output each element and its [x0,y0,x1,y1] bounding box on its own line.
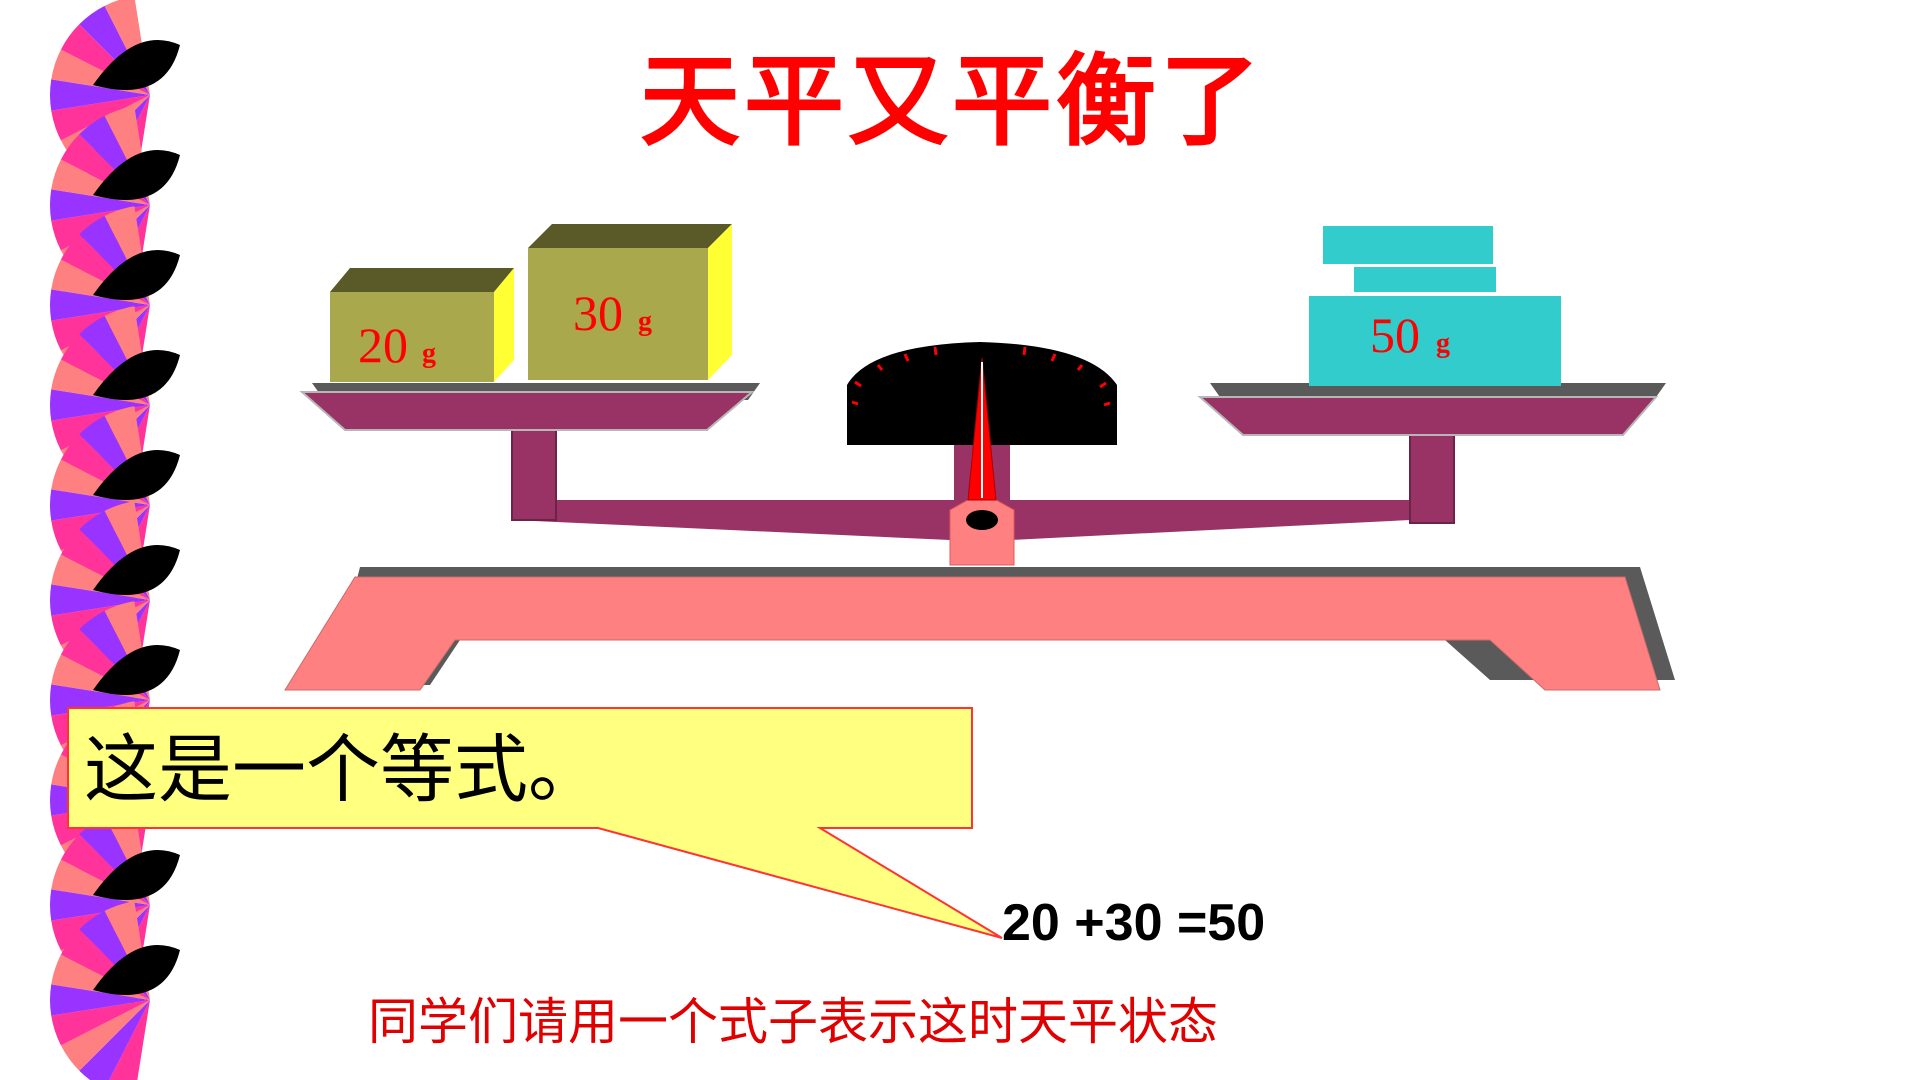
instruction-text: 同学们请用一个式子表示这时天平状态 [368,993,1218,1051]
fan-leaf [93,250,180,300]
dial-ticks [851,346,1111,407]
fan-border-decoration [50,0,180,1080]
weight-20g-value: 20 [358,317,408,373]
right-pan-post [1409,432,1455,524]
fan [50,901,180,1080]
fan-segment [50,289,150,321]
weight-50g-unit: g [1436,328,1450,359]
scale-base [284,576,1661,691]
fan-segment [50,489,151,521]
fan-segment [50,984,150,1016]
fan-segment [60,1000,150,1071]
slide-title: 天平又平衡了 [640,43,1264,160]
weight-50g-value: 50 [1370,307,1420,363]
weight-30g-value: 30 [573,285,623,341]
fan-leaf [93,545,180,595]
fan-segment [51,1000,150,1046]
left-pan-post [511,429,557,521]
equation-text: 20 +30 =50 [1002,894,1266,952]
fan-leaf [93,350,180,400]
callout-bubble [67,707,1003,939]
pivot-hole [966,510,998,530]
weight-block-20g: 20 g [330,268,514,382]
pivot-block [949,499,1015,566]
weight-block-30g: 30 g [528,224,732,380]
right-pan [1197,396,1659,436]
left-pan [299,391,755,431]
fan-segment [50,584,151,616]
fan-segment [50,389,151,421]
fan-leaf [93,850,180,900]
fan-segment [50,79,150,111]
right-pan-shadow [1210,383,1666,400]
callout-text: 这是一个等式。 [84,727,602,813]
fan-segment [109,1000,150,1080]
fan-leaf [93,150,180,200]
fan-segment [79,1000,150,1080]
fan-segment [50,889,150,921]
fan-leaf [93,645,180,695]
fan-leaf [93,945,180,995]
fan-segment [50,189,150,221]
fan-leaf [93,40,180,90]
fan-leaf [93,450,180,500]
weight-30g-unit: g [638,306,652,337]
fan-segment [51,95,150,141]
weight-20g-unit: g [422,338,436,369]
weight-block-50g: 50 g [1309,226,1561,386]
